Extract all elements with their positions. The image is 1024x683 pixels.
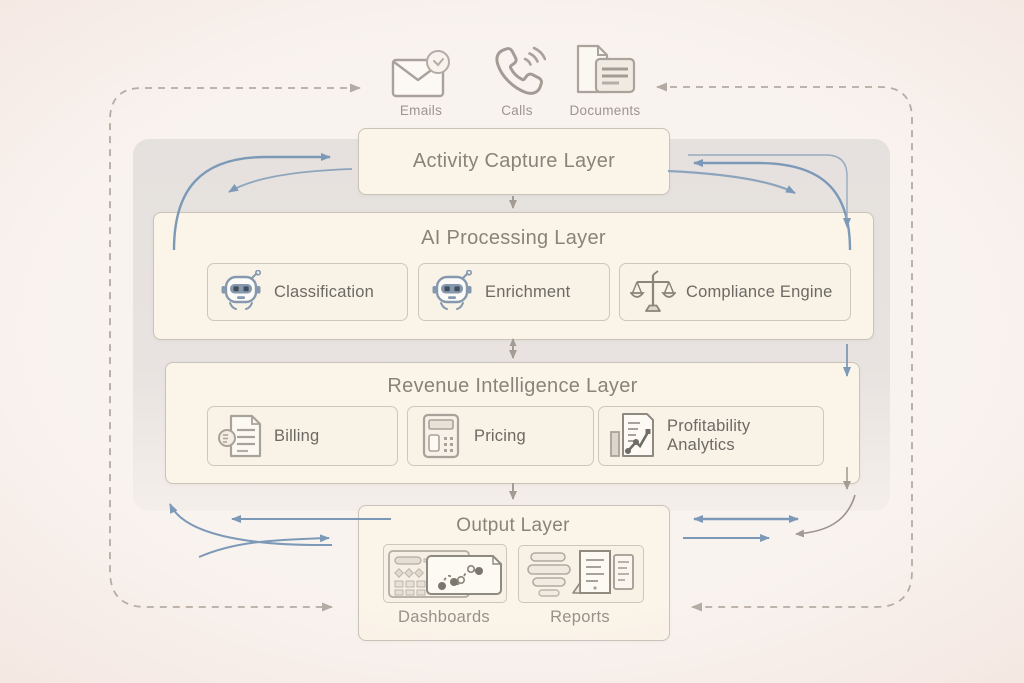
layer-title: AI Processing Layer [421, 227, 606, 249]
robot-icon [221, 270, 261, 310]
robot-icon [432, 270, 472, 310]
analytics-icon [610, 413, 654, 457]
email-icon [391, 50, 450, 98]
node-reports [518, 545, 644, 603]
phone-icon [495, 46, 546, 95]
activity-capture-layer: Activity Capture Layer [358, 128, 670, 195]
source-emails: Emails [388, 50, 454, 118]
source-label: Calls [501, 103, 533, 118]
node-label: Profitability Analytics [667, 417, 751, 454]
revenue-intelligence-layer: Revenue Intelligence Layer Billing [165, 362, 860, 484]
node-enrichment: Enrichment [418, 263, 610, 321]
calculator-icon [422, 413, 460, 459]
node-label: Enrichment [485, 282, 571, 301]
output-label-reports: Reports [550, 608, 610, 626]
output-label-dashboards: Dashboards [398, 608, 490, 626]
node-compliance-engine: Compliance Engine [619, 263, 851, 321]
layer-title: Revenue Intelligence Layer [387, 375, 638, 397]
layer-title: Activity Capture Layer [412, 150, 616, 172]
documents-icon [576, 44, 636, 94]
node-pricing: Pricing [407, 406, 594, 466]
source-documents: Documents [568, 44, 642, 118]
arrow-into-output-left [198, 534, 330, 558]
source-label: Documents [569, 103, 641, 118]
node-label: Pricing [474, 426, 526, 445]
node-billing: Billing [207, 406, 398, 466]
scales-icon [630, 270, 676, 312]
source-label: Emails [399, 103, 443, 118]
node-dashboards [383, 544, 507, 603]
ai-processing-layer: AI Processing Layer Classification [153, 212, 874, 340]
node-label: Billing [274, 426, 320, 445]
layer-title: Output Layer [456, 515, 570, 536]
node-label: Classification [274, 282, 375, 301]
invoice-icon [218, 414, 262, 458]
report-icon [527, 550, 634, 597]
node-label: Compliance Engine [686, 282, 833, 301]
source-calls: Calls [487, 44, 547, 118]
node-profitability-analytics: Profitability Analytics [598, 406, 824, 466]
node-classification: Classification [207, 263, 408, 321]
dashboard-icon [388, 549, 502, 598]
